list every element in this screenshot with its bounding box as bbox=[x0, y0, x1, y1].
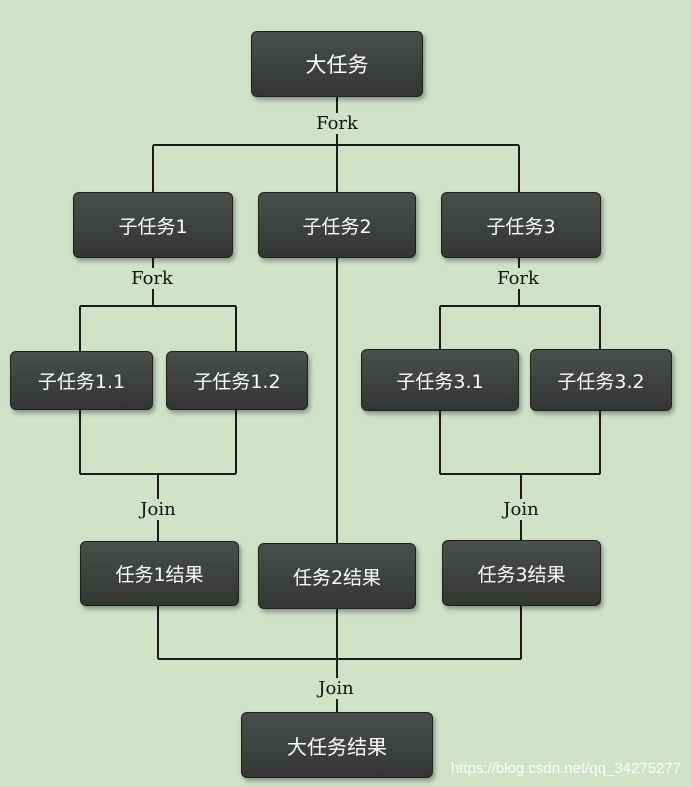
node-sub-task-3-1: 子任务3.1 bbox=[361, 349, 519, 411]
fork-label-sub3: Fork bbox=[494, 268, 542, 289]
node-sub-task-3-2: 子任务3.2 bbox=[530, 349, 672, 411]
node-sub-task-1: 子任务1 bbox=[73, 192, 233, 258]
watermark-text: https://blog.csdn.net/qq_34275277 bbox=[450, 760, 681, 777]
fork-label-sub1: Fork bbox=[128, 268, 176, 289]
join-label-sub1: Join bbox=[137, 499, 179, 520]
node-sub-task-1-2: 子任务1.2 bbox=[166, 351, 308, 410]
node-task-2-result: 任务2结果 bbox=[258, 543, 416, 609]
node-big-task: 大任务 bbox=[251, 31, 423, 97]
node-task-3-result: 任务3结果 bbox=[442, 540, 601, 606]
node-sub-task-1-1: 子任务1.1 bbox=[10, 351, 153, 410]
node-big-task-result: 大任务结果 bbox=[241, 712, 433, 778]
join-label-sub3: Join bbox=[500, 499, 542, 520]
node-task-1-result: 任务1结果 bbox=[80, 541, 239, 606]
node-sub-task-2: 子任务2 bbox=[258, 192, 416, 258]
node-sub-task-3: 子任务3 bbox=[441, 192, 601, 258]
join-label-bottom: Join bbox=[315, 678, 357, 699]
fork-label-top: Fork bbox=[313, 113, 361, 134]
